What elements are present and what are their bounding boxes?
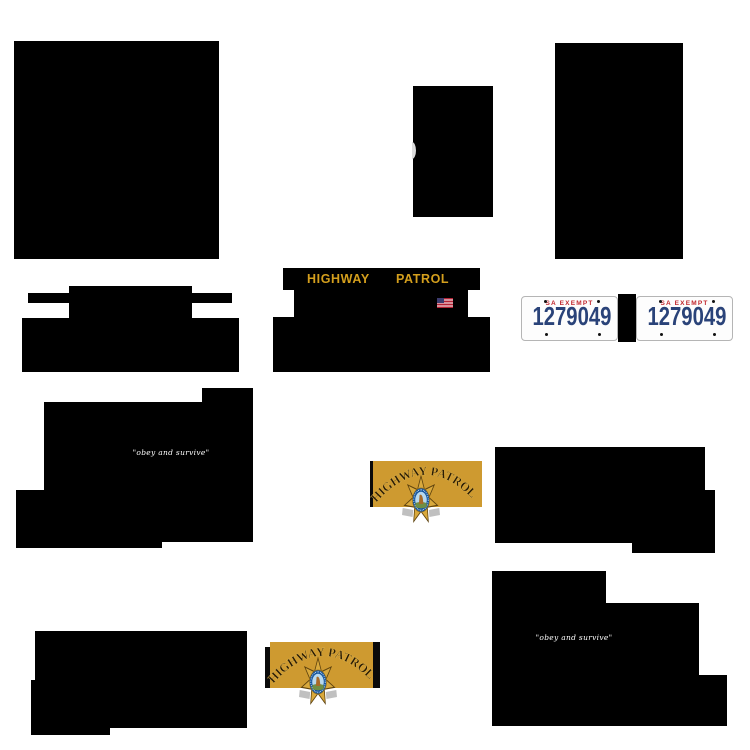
door-panel-left [44, 402, 253, 542]
banner-patrol-label: PATROL [396, 272, 450, 286]
decal-arched-text: HIGHWAY PATROL [265, 645, 378, 686]
us-flag-icon [437, 298, 453, 308]
hood-panel [555, 43, 683, 259]
plate-hole [712, 299, 715, 303]
cab-front-panel [283, 268, 480, 290]
plate-hole [713, 333, 716, 336]
quarter-panel-right [492, 603, 699, 675]
plate-hole [545, 333, 548, 336]
decal-edge-strip [373, 642, 380, 688]
plate-number-text: 1279049 [532, 301, 612, 331]
fender-right [495, 447, 705, 543]
plate-header-text: SA EXEMPT [545, 299, 594, 307]
decal-edge-strip [370, 461, 373, 507]
slogan-door-left: "obey and survive" [132, 448, 210, 457]
fender-right [705, 490, 715, 553]
door-panel-left [16, 490, 44, 548]
door-decal-bottom: HIGHWAY PATROL [265, 641, 380, 708]
svg-text:HIGHWAY PATROL: HIGHWAY PATROL [265, 645, 377, 686]
trunk-panel [14, 41, 219, 259]
plate-hole [597, 299, 600, 303]
license-plate-left: SA EXEMPT 1279049 [521, 296, 618, 341]
cab-front-panel [273, 317, 490, 372]
front-bumper [69, 286, 192, 318]
plate-number-text: 1279049 [647, 301, 727, 331]
flag-canton [437, 298, 444, 304]
license-plate-right: SA EXEMPT 1279049 [636, 296, 733, 341]
svg-text:HIGHWAY PATROL: HIGHWAY PATROL [368, 464, 479, 505]
plate-hole [660, 333, 663, 336]
decal-edge-strip [265, 647, 270, 688]
decal-arched-text: HIGHWAY PATROL [368, 464, 480, 505]
quarter-panel-right [492, 675, 727, 726]
door-panel-left [44, 542, 162, 548]
roof-panel [413, 86, 493, 217]
panel-notch [412, 142, 416, 159]
fender-right [632, 543, 715, 553]
front-bumper [22, 318, 239, 372]
plate-separator [618, 294, 636, 342]
rear-bumper [31, 728, 110, 735]
door-panel-left [202, 388, 253, 403]
front-bumper [28, 293, 69, 303]
plate-hole [659, 299, 662, 303]
rear-bumper [31, 680, 35, 735]
plate-hole [544, 299, 547, 303]
plate-hole [598, 333, 601, 336]
front-bumper [192, 293, 232, 303]
banner-highway-label: HIGHWAY [307, 272, 370, 286]
door-decal-right: HIGHWAY PATROL [368, 461, 482, 527]
plate-header-text: SA EXEMPT [660, 299, 709, 307]
rear-bumper [35, 631, 247, 728]
slogan-quarter-right: "obey and survive" [535, 633, 613, 642]
quarter-panel-right [492, 571, 606, 603]
